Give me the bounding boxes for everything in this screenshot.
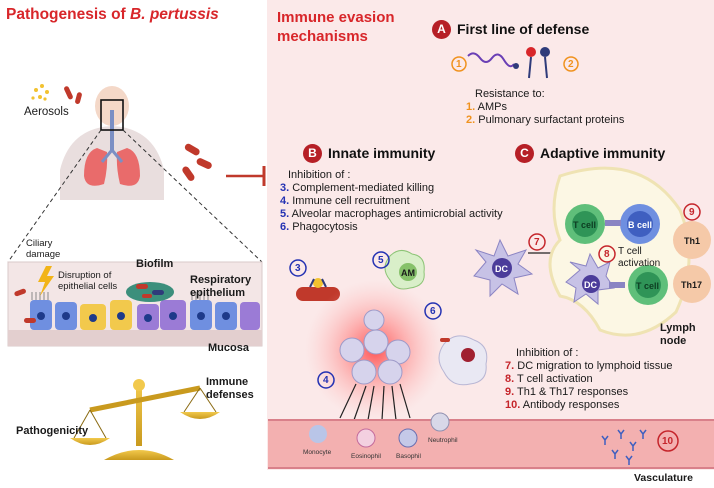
marker-4-ring <box>317 371 335 389</box>
epithelium-illustration <box>7 261 263 347</box>
balance-scale-icon <box>70 379 220 460</box>
inhibition-arrow-icon <box>226 166 266 186</box>
marker-10: 10 <box>662 436 674 447</box>
recruitment-arrows <box>339 383 411 421</box>
dc-in-node-label: DC <box>584 280 597 290</box>
marker-6-ring <box>424 302 442 320</box>
section-b-badge: B <box>303 144 322 163</box>
adaptive-item-7: 7. DC migration to lymphoid tissue <box>505 360 673 372</box>
marker-2-ring <box>563 56 579 72</box>
section-a-badge: A <box>432 20 451 39</box>
ciliary-damage-label: Ciliary damage <box>26 238 61 260</box>
lymph-node-label: Lymph node <box>660 322 696 347</box>
monocyte-label: Monocyte <box>303 449 332 456</box>
marker-6: 6 <box>430 306 436 317</box>
b-cell-label: B cell <box>628 220 653 230</box>
tcr-bridge-icon <box>605 220 621 226</box>
phagocyte-cluster-icon <box>339 309 411 385</box>
t-cell-2-icon <box>628 265 668 305</box>
alveolar-macrophage-icon <box>384 250 425 290</box>
marker-5: 5 <box>378 255 384 266</box>
surfactant-protein-icon <box>526 47 550 79</box>
marker-10-ring <box>657 430 679 452</box>
aerosols-label: Aerosols <box>24 106 69 118</box>
dendritic-cell-icon <box>473 238 534 298</box>
antibody-icons <box>601 429 647 465</box>
innate-item-3: 3. Complement-mediated killing <box>280 182 435 194</box>
section-c-title: Adaptive immunity <box>540 145 666 161</box>
bacteria-icon <box>182 143 212 181</box>
b-cell-icon <box>620 204 660 244</box>
marker-1: 1 <box>456 59 462 70</box>
neutrophil-label: Neutrophil <box>428 437 458 444</box>
title-species: B. pertussis <box>130 6 219 23</box>
phagocytosis-cell-icon <box>438 335 488 386</box>
th17-cell-icon <box>673 265 711 303</box>
pathogenicity-label: Pathogenicity <box>16 425 89 437</box>
marker-4: 4 <box>323 375 329 386</box>
mhc-bridge-icon <box>609 282 625 288</box>
biofilm-label: Biofilm <box>136 258 174 270</box>
section-b-title: Innate immunity <box>328 145 436 161</box>
marker-8: 8 <box>604 249 610 260</box>
immune-defenses-label: Immune defenses <box>206 376 254 401</box>
basophil-label: Basophil <box>396 453 421 460</box>
marker-7: 7 <box>534 237 540 248</box>
am-label: AM <box>401 268 415 278</box>
respiratory-epithelium-label: Respiratory epithelium <box>190 274 252 299</box>
marker-5-ring <box>372 251 390 269</box>
aerosol-particles-icon <box>31 84 82 105</box>
innate-inhibition-heading: Inhibition of : <box>288 169 351 181</box>
zoom-line-left <box>7 129 102 263</box>
marker-8-ring <box>598 245 616 263</box>
dc-in-node-icon <box>565 252 615 306</box>
th17-label: Th17 <box>681 280 703 290</box>
section-a-title: First line of defense <box>457 21 590 37</box>
marker-3-ring <box>289 259 307 277</box>
dc-label: DC <box>495 264 508 274</box>
t-cell-label: T cell <box>573 220 597 230</box>
resistance-heading: Resistance to: <box>475 88 545 100</box>
innate-item-6: 6. Phagocytosis <box>280 221 358 233</box>
adaptive-item-8: 8. T cell activation <box>505 373 593 385</box>
section-c-badge: C <box>515 144 534 163</box>
t-cell-icon <box>565 204 605 244</box>
marker-3: 3 <box>295 263 301 274</box>
resistance-item-1: 1. AMPs <box>466 101 507 113</box>
resistance-item-2: 2. Pulmonary surfactant proteins <box>466 114 625 126</box>
adaptive-inhibition-heading: Inhibition of : <box>516 347 579 359</box>
zoom-line-right <box>122 129 263 263</box>
marker-1-ring <box>451 56 467 72</box>
th1-cell-icon <box>673 221 711 259</box>
adaptive-item-9: 9. Th1 & Th17 responses <box>505 386 629 398</box>
amp-peptide-icon <box>467 52 519 69</box>
marker-9-ring <box>683 203 701 221</box>
innate-item-5: 5. Alveolar macrophages antimicrobial ac… <box>280 208 503 220</box>
t-cell-activation-label: T cell activation <box>618 246 661 269</box>
innate-item-4: 4. Immune cell recruitment <box>280 195 410 207</box>
vasculature-label: Vasculature <box>634 472 693 484</box>
lightning-icon <box>38 266 54 296</box>
marker-2: 2 <box>568 59 574 70</box>
title-prefix: Pathogenesis of <box>6 6 131 23</box>
th1-label: Th1 <box>684 236 701 246</box>
right-panel-title: Immune evasion mechanisms <box>277 9 395 45</box>
mucosa-label: Mucosa <box>208 342 249 354</box>
biofilm-icon <box>126 282 174 302</box>
t-cell-2-label: T cell <box>636 281 660 291</box>
left-panel-title: Pathogenesis of B. pertussis <box>6 6 219 24</box>
disruption-label: Disruption of epithelial cells <box>58 270 118 292</box>
human-lungs-icon <box>60 86 164 200</box>
adaptive-item-10: 10. Antibody responses <box>505 399 620 411</box>
eosinophil-label: Eosinophil <box>351 453 381 460</box>
marker-7-ring <box>528 233 546 251</box>
marker-9: 9 <box>689 207 695 218</box>
vasculature-icon <box>268 412 714 469</box>
